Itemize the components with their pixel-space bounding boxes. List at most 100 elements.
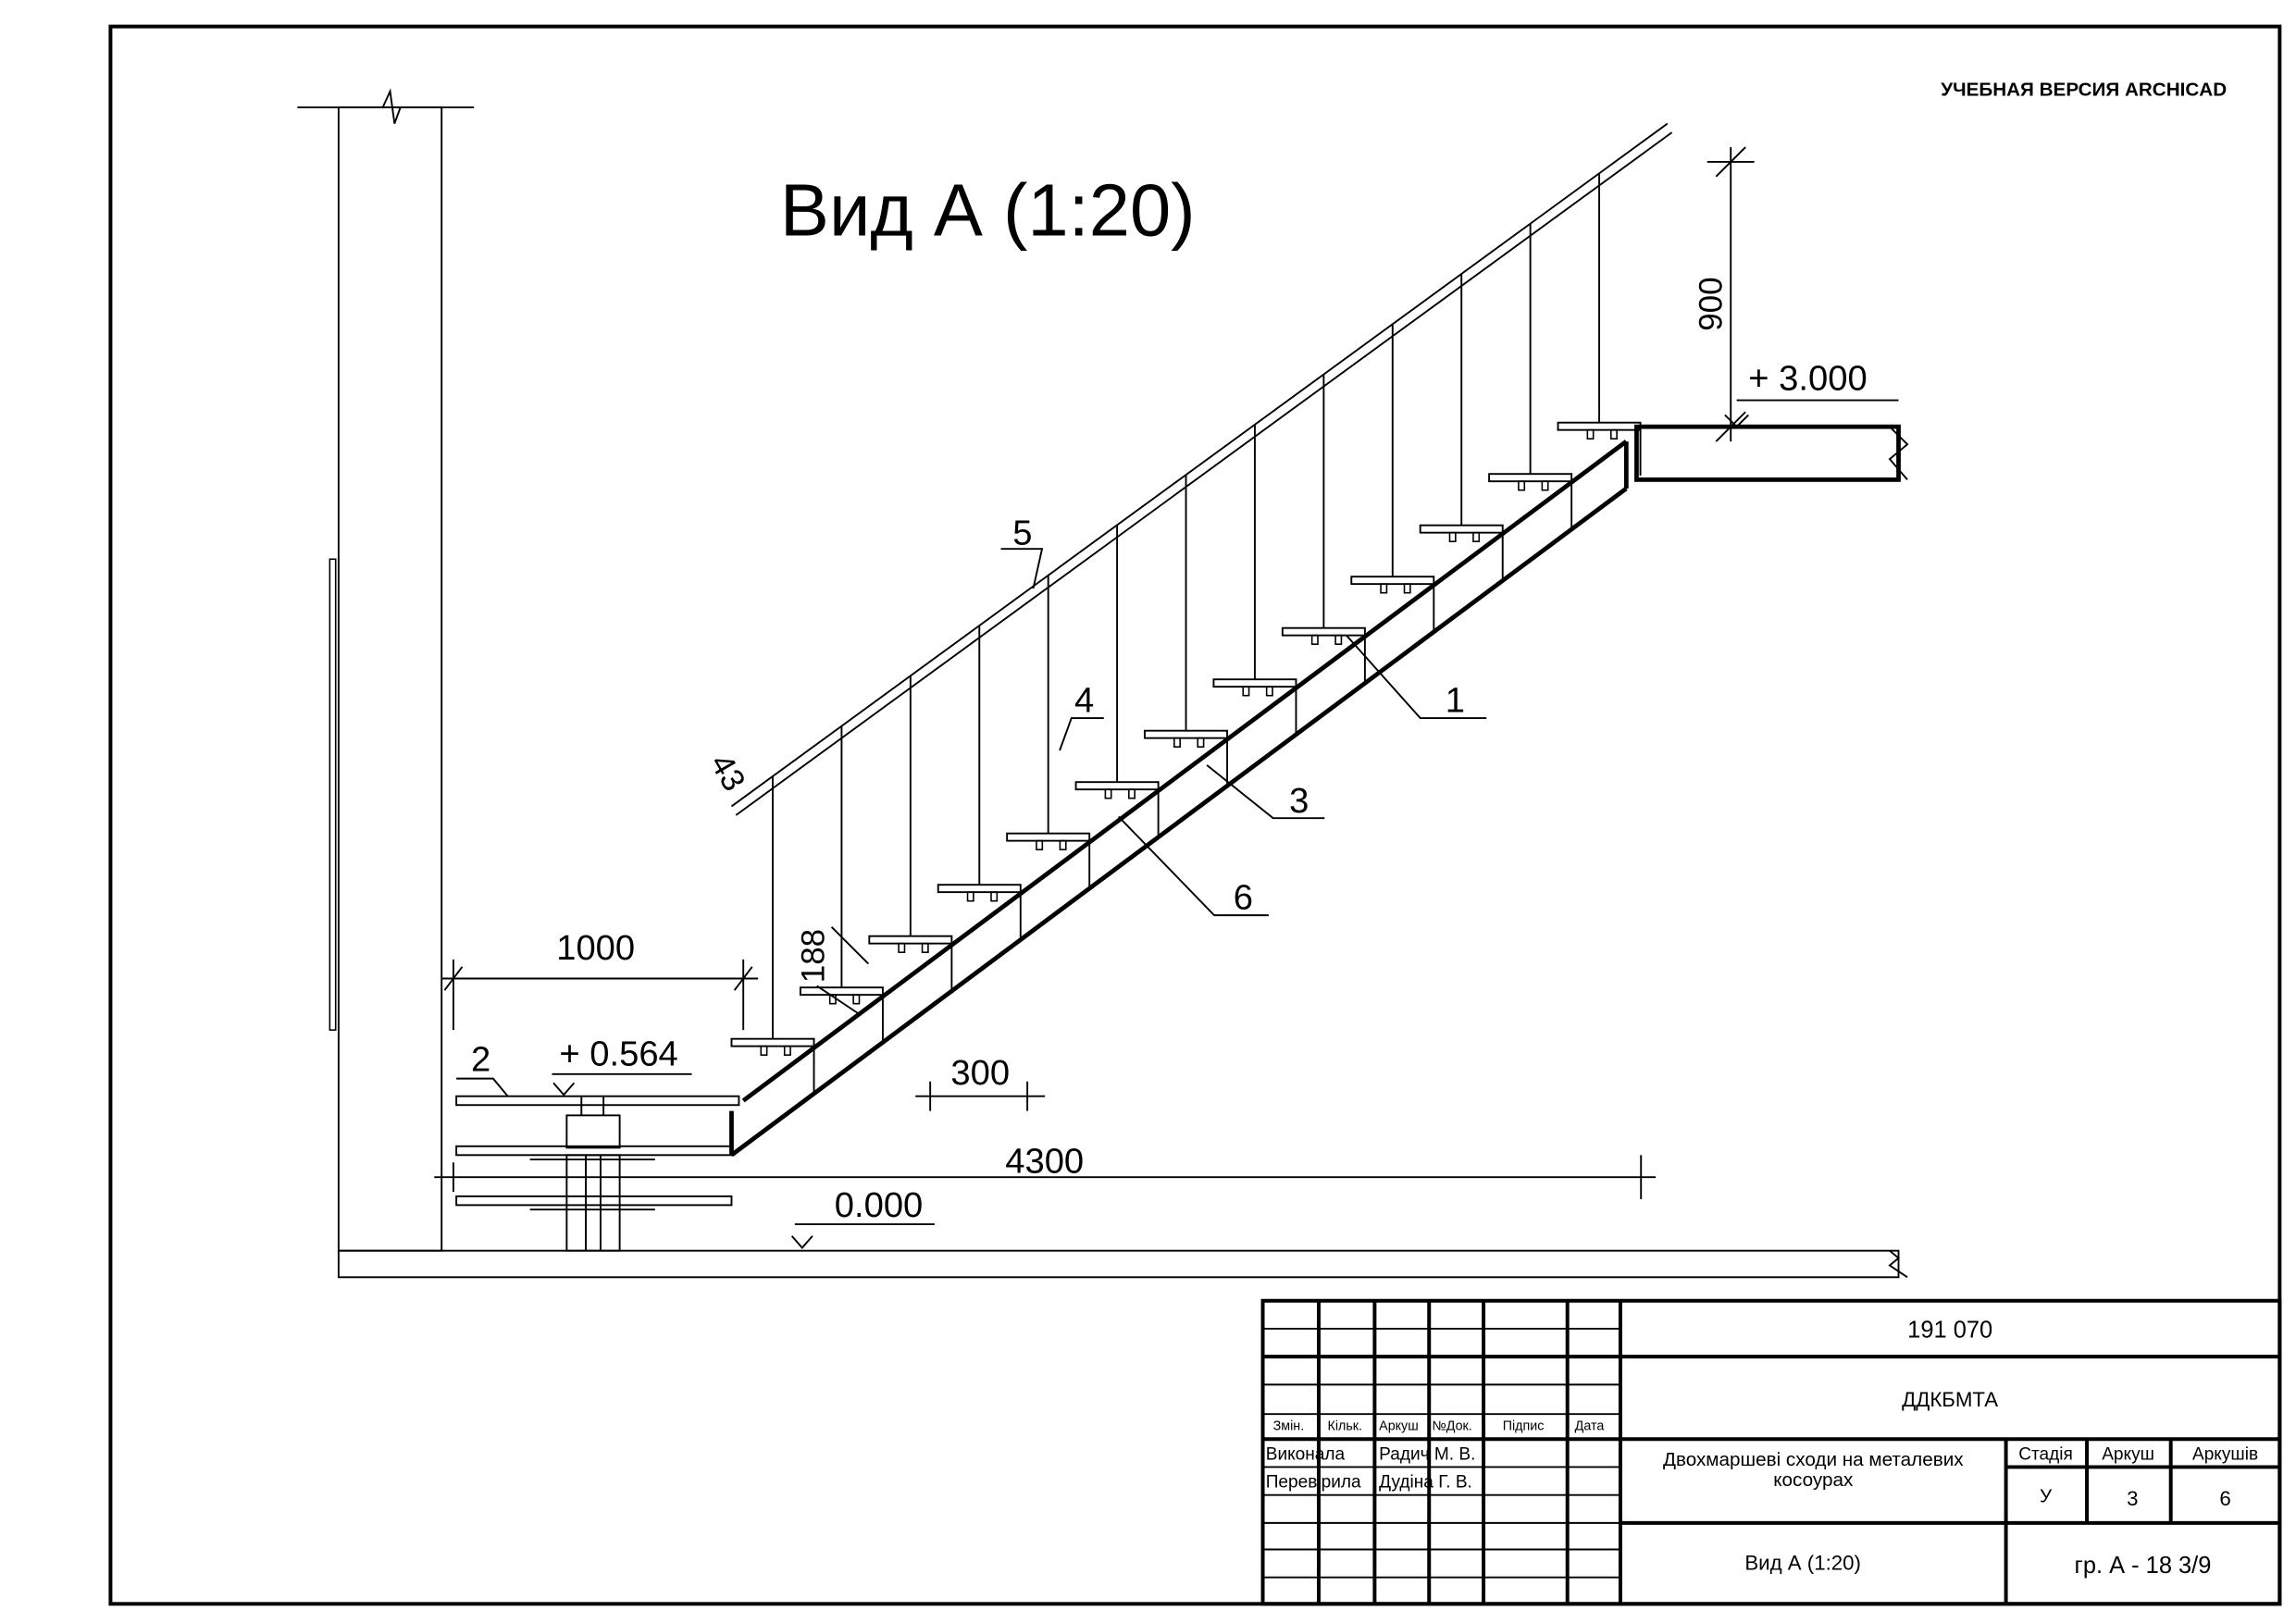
intermediate-landing [455,1095,740,1252]
svg-text:900: 900 [1694,277,1730,330]
handrail-bottom [735,131,1673,816]
tread-bracket [898,942,906,953]
stage-value: У [2040,1486,2053,1507]
svg-text:+ 3.000: + 3.000 [1748,358,1867,398]
tread [1144,729,1229,739]
project-code: 191 070 [1907,1317,1992,1343]
group-code: гр. А - 18 3/9 [2075,1553,2212,1579]
svg-text:Виконала: Виконала [1266,1444,1346,1464]
svg-text:Аркуш: Аркуш [2102,1444,2154,1464]
tread-bracket [1380,583,1388,594]
callout-4: 4 [1059,681,1104,751]
tread-bracket [1334,634,1343,645]
svg-text:Радич М. В.: Радич М. В. [1379,1444,1475,1464]
callout-6: 6 [1118,815,1269,918]
svg-text:300: 300 [950,1053,1010,1093]
svg-text:2: 2 [471,1040,490,1080]
wall [297,88,475,1252]
svg-text:Дудіна Г. В.: Дудіна Г. В. [1379,1473,1472,1493]
tread-bracket [1265,686,1273,697]
tread-bracket [1059,839,1067,850]
svg-text:6: 6 [1234,878,1253,918]
tread-bracket [966,891,974,902]
upper-floor-slab [1634,424,1909,482]
level-mark-floor: 0.000 [790,1185,935,1249]
tread-bracket [1518,480,1526,491]
svg-text:Аркушів: Аркушів [2192,1444,2258,1464]
dimension-railing-height: 900 [1694,146,1755,442]
svg-text:0.000: 0.000 [835,1185,923,1225]
tread-bracket [1310,634,1319,645]
tread-bracket [921,942,929,953]
tread [1419,524,1504,534]
tread-bracket [852,994,861,1005]
tread-bracket [1472,531,1481,542]
sheets-value: 6 [2219,1487,2230,1510]
svg-text:3: 3 [1289,781,1309,821]
tread-bracket [1403,583,1411,594]
tread [937,884,1022,894]
dimension-landing-length: 1000 [441,928,759,1031]
dimension-run-length: 4300 [434,1141,1657,1200]
svg-text:Змін.: Змін. [1273,1419,1305,1434]
tread [1350,576,1435,586]
svg-text:Стадія: Стадія [2018,1444,2073,1464]
svg-text:Кільк.: Кільк. [1328,1419,1363,1434]
tread-bracket [1609,428,1618,440]
callout-5: 5 [1000,513,1044,589]
tread-bracket [1173,737,1181,748]
dimension-tread: 300 [915,1053,1046,1111]
tread-bracket [1128,788,1136,799]
svg-text:Підпис: Підпис [1503,1419,1545,1434]
svg-text:Дата: Дата [1575,1419,1605,1434]
callout-1: 1 [1346,635,1487,721]
svg-text:43: 43 [703,748,752,797]
svg-text:5: 5 [1012,513,1032,552]
svg-text:188: 188 [796,929,832,983]
tread [730,1037,815,1047]
level-mark-top: + 3.000 [1724,358,1899,428]
svg-text:Перевірила: Перевірила [1266,1473,1361,1493]
svg-text:4: 4 [1074,681,1094,721]
tread-bracket [1541,480,1549,491]
tread [1557,421,1642,431]
view-title: Вид А (1:20) [780,168,1196,251]
tread-bracket [1448,531,1457,542]
project-title: Двохмаршеві сходи на металевих косоурах [1662,1449,1964,1491]
tread [1074,781,1160,791]
tread-bracket [1036,839,1044,850]
title-block: 191 070 ДДКБМТА Змін. Кільк. Аркуш №Док.… [1260,1298,2282,1606]
handrail [730,122,1669,808]
svg-text:4300: 4300 [1005,1141,1084,1181]
tread-bracket [1586,428,1595,440]
sheet-value: 3 [2127,1487,2138,1510]
dimension-riser: 188 [796,926,870,1017]
level-mark-landing: + 0.564 [552,1034,692,1096]
tread-bracket [1197,737,1205,748]
svg-text:Аркуш: Аркуш [1379,1419,1419,1434]
callout-2: 2 [456,1040,509,1097]
tread [868,935,953,945]
tread-bracket [783,1045,791,1056]
tread [1212,678,1297,688]
watermark: УЧЕБНАЯ ВЕРСИЯ ARCHICAD [1941,79,2227,100]
stringer [729,440,1629,1158]
drawing-name: Вид А (1:20) [1744,1552,1861,1575]
callout-3: 3 [1206,764,1325,821]
tread-bracket [1242,686,1250,697]
balusters [772,173,1601,1039]
svg-text:№Док.: №Док. [1432,1419,1471,1434]
tread [799,986,884,997]
tread [1488,473,1573,483]
tread [1006,832,1091,842]
tread-bracket [760,1045,768,1056]
svg-text:+ 0.564: + 0.564 [559,1034,677,1073]
organization: ДДКБМТА [1902,1388,1998,1411]
dimension-handrail: 43 [703,748,752,797]
floor-slab [337,1249,1908,1279]
svg-text:1000: 1000 [556,928,635,968]
svg-text:1: 1 [1446,681,1465,721]
tread [1281,626,1366,637]
sheet-border [108,24,2282,1606]
